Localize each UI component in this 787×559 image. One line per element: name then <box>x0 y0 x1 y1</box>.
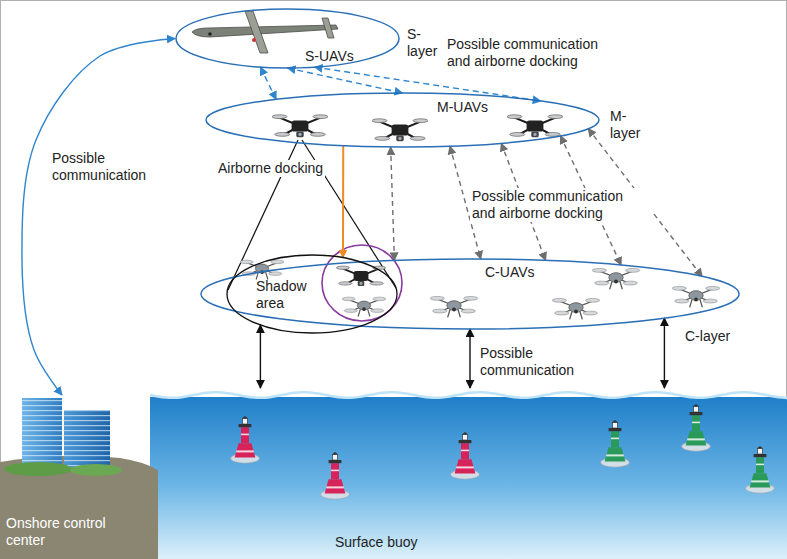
tower <box>22 398 62 468</box>
layer-members: C-UAVs <box>485 264 535 281</box>
region-name: Shadow area <box>256 278 320 312</box>
waves <box>150 392 787 398</box>
connector-arrow <box>664 318 665 388</box>
red-buoy <box>231 416 260 463</box>
site-name: Onshore control center <box>6 515 146 549</box>
m-uav <box>272 115 328 137</box>
c-uav <box>430 296 478 317</box>
c-uav <box>592 268 640 289</box>
sea <box>150 392 787 559</box>
layer-members: S-UAVs <box>305 48 354 65</box>
connector-label: Possible communication <box>50 150 164 184</box>
green-buoy <box>682 404 711 451</box>
c-layer-ellipse: Shadow areaC-UAVsC-layer <box>200 258 740 330</box>
buoy-name: Surface buoy <box>335 534 418 551</box>
buoys <box>231 404 775 499</box>
tower <box>64 410 110 468</box>
shadow-area: Shadow area <box>226 254 398 334</box>
green-buoy <box>746 446 775 493</box>
connector-arrow <box>342 146 344 258</box>
green-buoy <box>601 420 630 467</box>
connector-label: Possible communication and airborne dock… <box>470 188 652 222</box>
c-layer-ellipse-border <box>201 259 739 329</box>
connector-arrow <box>315 67 541 101</box>
m-uav <box>372 119 428 141</box>
connector-label: Airborne docking <box>216 160 325 177</box>
onshore-site <box>0 398 158 559</box>
tower-windows <box>22 398 62 468</box>
layer-name: S-layer <box>407 26 437 60</box>
connector-arrow <box>391 147 395 260</box>
s-uav <box>192 11 338 53</box>
m-layer-ellipse-outline <box>205 92 600 148</box>
layer-name: C-layer <box>685 328 730 345</box>
c-uav <box>552 298 600 319</box>
shadow-area-outline <box>226 254 398 334</box>
c-uav <box>342 297 386 316</box>
s-layer-ellipse-outline <box>175 8 400 69</box>
c-uav <box>672 286 720 307</box>
m-layer-ellipse-border <box>206 93 599 147</box>
s-layer-ellipse-border <box>176 9 399 68</box>
land <box>0 456 158 559</box>
wave-crest <box>150 392 787 398</box>
onshore-control-center: Onshore control center <box>0 395 155 559</box>
m-uav <box>507 115 563 137</box>
connector-arrow <box>260 325 261 388</box>
shrubs <box>70 464 122 476</box>
m-layer-ellipse: M-UAVsM-layer <box>205 92 600 148</box>
red-buoy <box>321 452 350 499</box>
red-buoy <box>451 432 480 479</box>
connector-arrow <box>469 329 470 388</box>
sea-surface: Surface buoy <box>155 388 787 559</box>
tower-windows <box>64 410 110 468</box>
connector-arrow <box>261 67 277 99</box>
s-layer-ellipse: S-UAVsS-layer <box>175 8 400 69</box>
shadow-area-border <box>227 255 397 333</box>
layer-members: M-UAVs <box>437 99 488 116</box>
shrubs <box>4 462 72 476</box>
sea-water <box>150 397 787 559</box>
connector-arrow <box>22 39 175 396</box>
connector-label: Possible communication and airborne dock… <box>445 36 627 70</box>
connector-label: Possible communication <box>478 345 592 379</box>
layer-name: M-layer <box>610 108 640 142</box>
